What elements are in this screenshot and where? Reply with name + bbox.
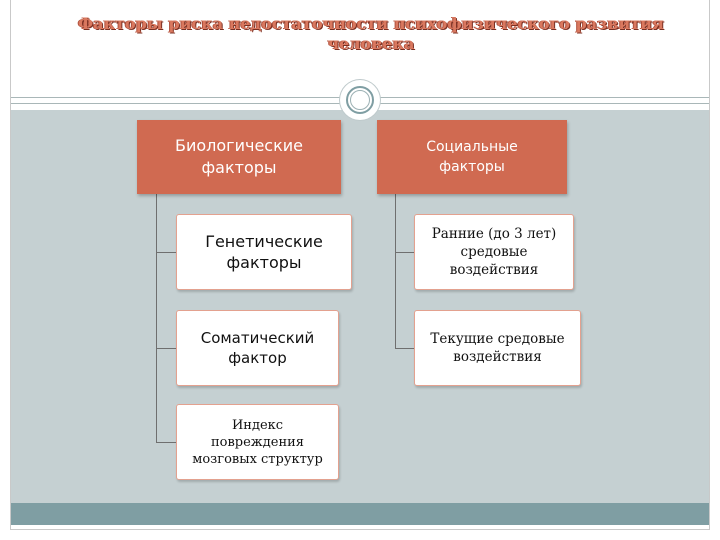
- social-factors-header: Социальные факторы: [377, 120, 567, 194]
- early-line-2: средовые: [460, 244, 528, 260]
- footer-bar: [11, 503, 709, 525]
- current-line-1: Текущие средовые: [430, 331, 565, 347]
- index-line-2: повреждения: [210, 434, 304, 450]
- slide-title: Факторы риска недостаточности психофизич…: [41, 14, 701, 54]
- social-branch-connector-1: [395, 252, 414, 253]
- somatic-line-2: фактор: [228, 349, 287, 367]
- social-branch-connector-2: [395, 348, 414, 349]
- social-header-line-2: факторы: [439, 159, 505, 175]
- circle-inner-ring: [350, 90, 370, 110]
- bio-branch-connector-1: [156, 252, 176, 253]
- slide-frame: [10, 0, 710, 530]
- genetic-line-1: Генетические: [205, 232, 323, 251]
- bio-vertical-connector: [156, 194, 157, 442]
- circle-ring: [346, 86, 374, 114]
- index-line-1: Индекс: [231, 417, 284, 433]
- early-environmental-box: Ранние (до 3 лет) средовые воздействия: [414, 214, 574, 290]
- biological-factors-header: Биологические факторы: [137, 120, 341, 194]
- title-line-1: Факторы риска недостаточности психофизич…: [78, 14, 664, 33]
- diagram-area: [11, 110, 709, 503]
- somatic-line-1: Соматический: [200, 329, 315, 347]
- genetic-line-2: факторы: [226, 253, 302, 272]
- brain-damage-index-box: Индекс повреждения мозговых структур: [176, 404, 339, 480]
- early-line-1: Ранние (до 3 лет): [431, 226, 557, 242]
- bio-branch-connector-2: [156, 348, 176, 349]
- social-vertical-connector: [395, 194, 396, 348]
- genetic-factors-box: Генетические факторы: [176, 214, 352, 290]
- index-line-3: мозговых структур: [192, 451, 323, 467]
- title-line-2: человека: [327, 34, 415, 53]
- bio-header-line-2: факторы: [201, 158, 277, 177]
- somatic-factor-box: Соматический фактор: [176, 310, 339, 386]
- social-header-line-1: Социальные: [426, 139, 518, 155]
- title-area: Факторы риска недостаточности психофизич…: [11, 0, 709, 98]
- current-environmental-box: Текущие средовые воздействия: [414, 310, 581, 386]
- bio-branch-connector-3: [156, 442, 176, 443]
- current-line-2: воздействия: [453, 349, 542, 365]
- bio-header-line-1: Биологические: [175, 136, 303, 155]
- early-line-3: воздействия: [449, 262, 539, 278]
- circle-ornament-icon: [340, 80, 380, 120]
